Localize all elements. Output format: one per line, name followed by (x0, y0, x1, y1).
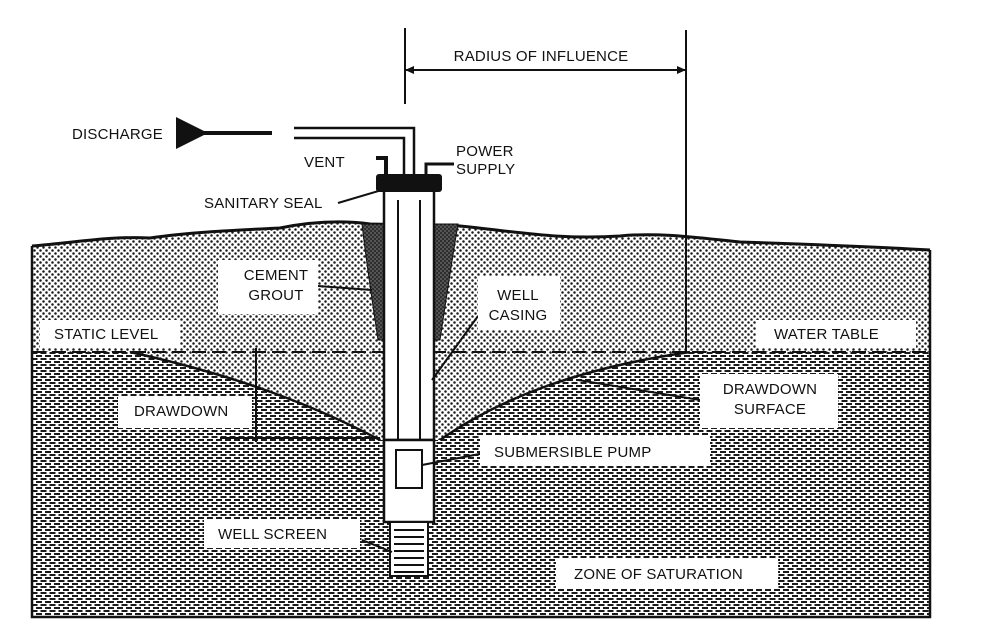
drawdown-label: DRAWDOWN (134, 403, 228, 420)
drawdown-surface-label-line1: DRAWDOWN (723, 381, 817, 398)
submersible-pump-label: SUBMERSIBLE PUMP (494, 444, 651, 461)
radius-arrowhead (405, 66, 414, 74)
drawdown-surface-label-line2: SURFACE (734, 401, 806, 418)
well-casing (384, 188, 434, 440)
well-casing-label-line1: WELL (497, 287, 539, 304)
discharge-label: DISCHARGE (72, 126, 163, 143)
power-supply-label-line1: POWER (456, 143, 514, 160)
static-level-label: STATIC LEVEL (54, 326, 158, 343)
cement-grout-label-line1: CEMENT (244, 267, 309, 284)
submersible-pump (396, 450, 422, 488)
vent-label: VENT (304, 154, 345, 171)
radius-arrowhead (677, 66, 686, 74)
sanitary-seal-leader (338, 190, 382, 203)
sanitary-seal (376, 174, 442, 192)
zone-of-saturation-label: ZONE OF SATURATION (574, 566, 743, 583)
power-supply-label-line2: SUPPLY (456, 161, 515, 178)
sanitary-seal-label: SANITARY SEAL (204, 195, 322, 212)
water-table-label: WATER TABLE (774, 326, 879, 343)
well-screen-label: WELL SCREEN (218, 526, 327, 543)
radius-of-influence-label: RADIUS OF INFLUENCE (454, 48, 629, 65)
well-casing-label-line2: CASING (489, 307, 548, 324)
cement-grout-label-line2: GROUT (248, 287, 303, 304)
well-screen-slots (394, 530, 424, 572)
vent-pipe (376, 158, 386, 174)
